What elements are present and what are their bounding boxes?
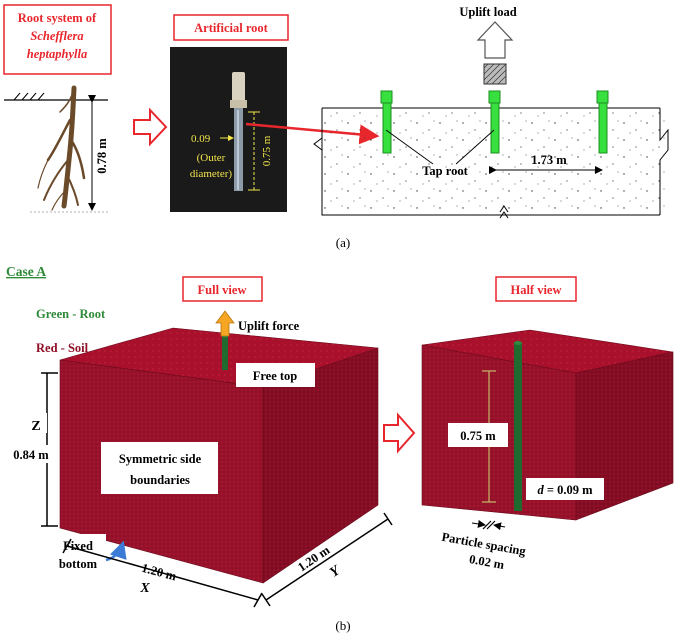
side-boundaries-box [101,442,218,494]
panel-a: Root system of Schefflera heptaphylla 0.… [3,4,669,250]
artificial-root-title-box [173,14,289,41]
root-length-value: 0.75 m [460,429,496,443]
root-system-title-box [3,4,112,75]
caption-b: (b) [335,618,350,633]
half-view-label: Half view [510,283,561,297]
diameter-value: 0.09 [191,133,211,145]
spacing-label: 1.73 m [531,153,567,167]
x-dimension-line [66,545,259,601]
root-cap [232,72,245,102]
root-system-title-line2: Schefflera [30,29,83,43]
side-boundaries-line2: boundaries [130,473,190,487]
diameter-label: d = 0.09 m [537,483,593,497]
caption-a: (a) [336,235,350,250]
artificial-root-title: Artificial root [194,21,269,35]
view-arrow-icon [383,412,416,454]
full-view-root [222,336,228,370]
full-view-label: Full view [198,283,247,297]
artificial-root-photo [170,47,287,212]
uplift-load-label: Uplift load [459,5,516,19]
free-top-box [236,363,315,387]
z-axis-label: Z [31,419,40,434]
fixed-bottom-line2: bottom [59,557,98,571]
free-top-label: Free top [253,369,298,383]
x-axis-label: X [139,581,150,596]
root-length-box [448,423,508,447]
diameter-note-line2: diameter) [190,168,232,180]
model-roots [380,90,609,154]
uplift-force-label: Uplift force [238,319,300,333]
y-axis-label: Y [327,563,344,581]
root-system-title-line3: heptaphylla [27,47,87,61]
uplift-arrow-icon [476,21,514,59]
tap-root-label: Tap root [422,164,468,178]
root-collar [230,100,247,108]
legend-root: Green - Root [36,307,106,321]
diameter-box [526,478,604,500]
uplift-force-arrow-icon [215,310,235,337]
root-photo-icon [37,85,86,211]
half-view-root [514,343,522,511]
fixed-bottom-arrow-icon [105,540,127,562]
side-boundaries-line1: Symmetric side [119,452,202,466]
flow-arrow-icon [133,107,168,147]
ground-hatch [13,92,45,101]
panel-b: Case A Green - Root Red - Soil Full view… [6,264,674,633]
root-system-title-line1: Root system of [18,11,97,25]
z-value-label: 0.84 m [13,448,49,462]
full-view-box [182,276,263,302]
case-label: Case A [6,264,46,279]
y-dimension-line [265,518,389,601]
fixed-bottom-line1: Fixed [63,539,93,553]
root-depth-label: 0.78 m [95,138,109,174]
particle-spacing-line2: 0.02 m [468,552,506,572]
diameter-note-line1: (Outer [197,152,226,164]
legend-soil: Red - Soil [36,341,89,355]
root-length-label: 0.75 m [261,135,273,166]
half-view-box [495,276,577,302]
